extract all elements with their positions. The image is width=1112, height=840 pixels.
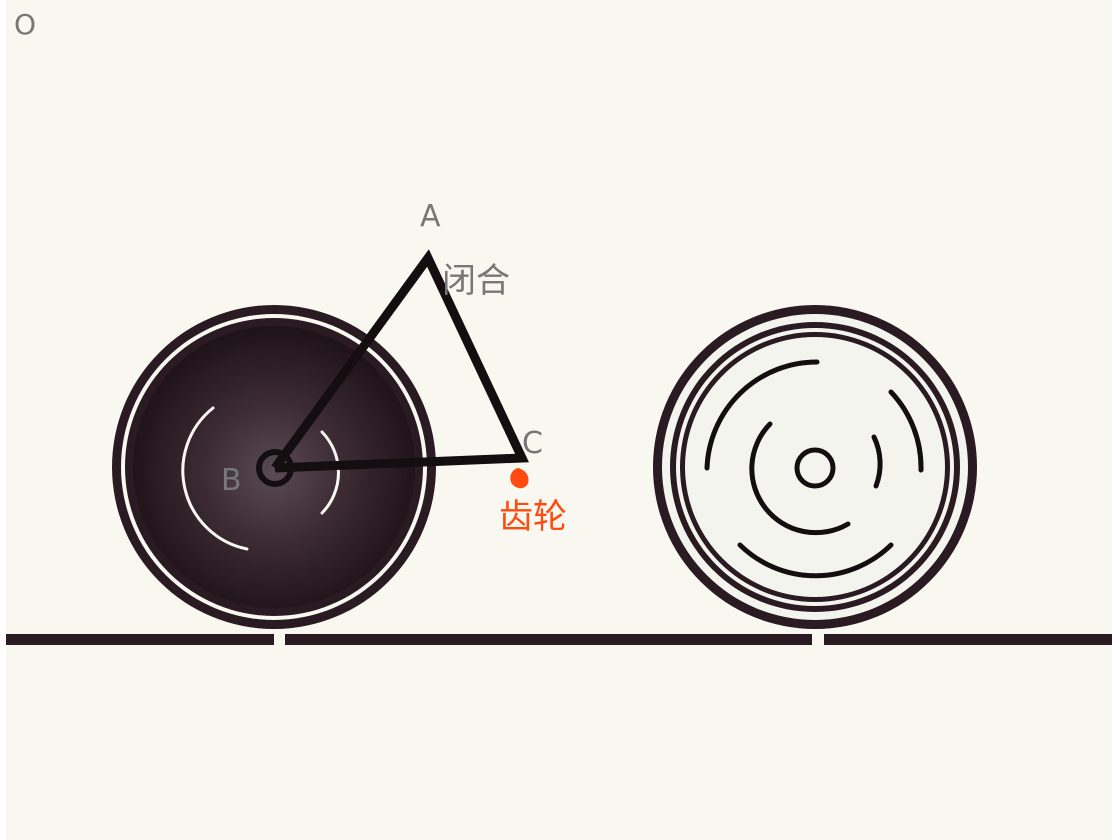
right-wheel-arc-inner-left <box>749 421 851 536</box>
ground-gap-right <box>812 634 824 645</box>
ground-line <box>6 634 1112 645</box>
triangle-edges <box>271 249 529 473</box>
gear-marker <box>510 468 529 489</box>
right-wheel-arc-outer-left <box>704 359 820 471</box>
left-wheel-arc-left <box>181 406 249 551</box>
point-a-label: A <box>420 199 441 234</box>
point-c-label: C <box>522 426 543 461</box>
left-wheel-arc-right <box>320 430 340 515</box>
right-wheel-arc-outer-right <box>888 389 924 473</box>
right-wheel-arc-outer-bottom <box>737 542 894 579</box>
triangle-linkage <box>271 249 529 473</box>
corner-label: O <box>14 8 36 41</box>
gear-label: 齿轮 <box>499 497 567 537</box>
right-wheel-arc-inner-right <box>871 434 883 489</box>
right-wheel-hub <box>794 447 836 489</box>
ground-gap-left <box>274 634 285 645</box>
point-b-label: B <box>221 463 242 498</box>
closure-label: 闭合 <box>442 261 510 301</box>
right-wheel <box>653 305 977 629</box>
